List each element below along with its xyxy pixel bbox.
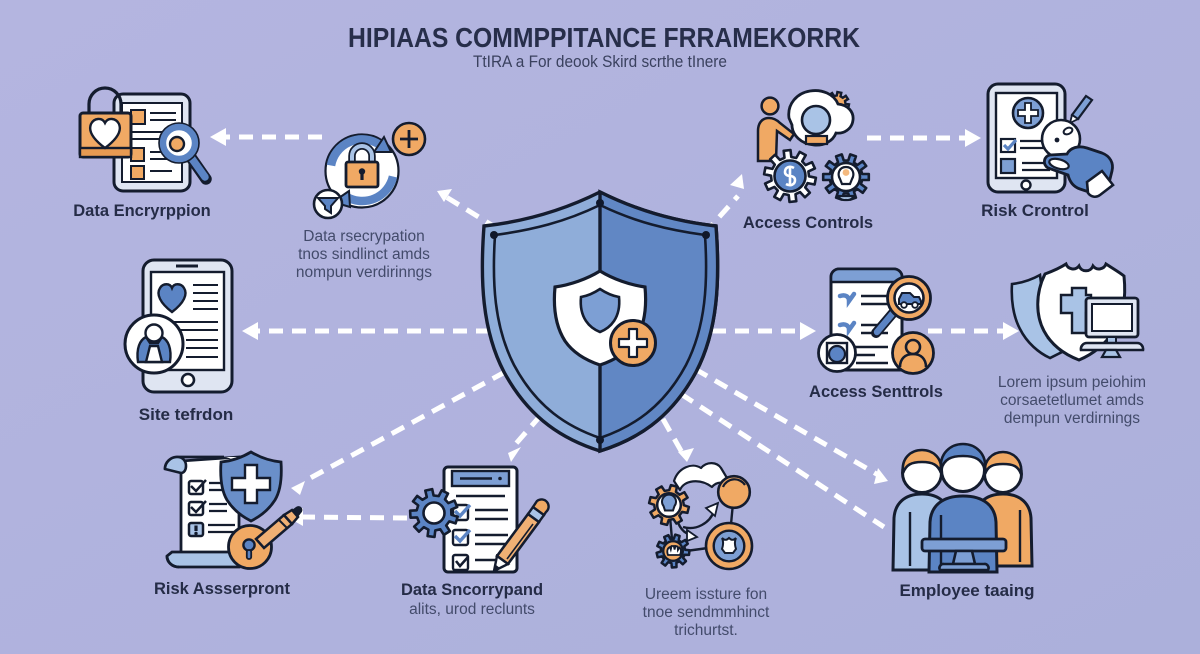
svg-text:Data Sncorrypand: Data Sncorrypand (401, 581, 543, 599)
svg-text:Ureem issture fon: Ureem issture fon (645, 586, 767, 603)
svg-text:tnos sindlinct amds: tnos sindlinct amds (298, 246, 430, 263)
svg-text:HIPIAAS COMMPPITANCE FRRAMEKOR: HIPIAAS COMMPPITANCE FRRAMEKORRK (348, 22, 860, 53)
svg-text:nompun verdirinngs: nompun verdirinngs (296, 264, 432, 281)
svg-text:Lorem ipsum peiohim: Lorem ipsum peiohim (998, 374, 1146, 391)
svg-text:dempun verdirnings: dempun verdirnings (1004, 410, 1140, 427)
svg-text:Data rsecrypation: Data rsecrypation (303, 228, 424, 245)
svg-text:tnoe sendmmhinct: tnoe sendmmhinct (643, 604, 770, 621)
svg-text:Risk Assserpront: Risk Assserpront (154, 580, 291, 598)
svg-text:TtIRA a For deook Skird scrthe: TtIRA a For deook Skird scrthe tInere (473, 53, 727, 71)
svg-text:alits, urod reclunts: alits, urod reclunts (409, 601, 535, 618)
svg-text:Access Senttrols: Access Senttrols (809, 383, 943, 401)
svg-text:Employee taaing: Employee taaing (899, 581, 1034, 600)
svg-text:Data Encryrppion: Data Encryrppion (73, 202, 211, 220)
svg-text:Site tefrdon: Site tefrdon (139, 405, 233, 424)
svg-text:Risk Crontrol: Risk Crontrol (981, 201, 1089, 220)
svg-text:corsaetetlumet amds: corsaetetlumet amds (1000, 392, 1144, 409)
svg-text:trichurtst.: trichurtst. (674, 622, 738, 639)
svg-text:Access Controls: Access Controls (743, 214, 873, 232)
